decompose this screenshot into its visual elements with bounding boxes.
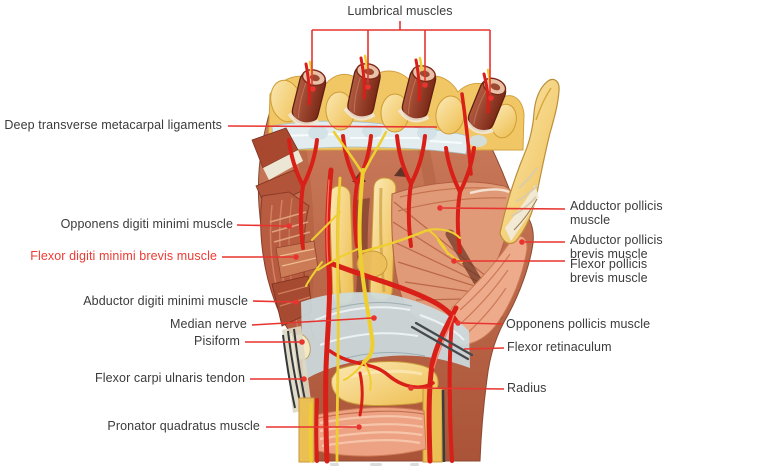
label-opponens-digiti-minimi-muscle: Opponens digiti minimi muscle (60, 217, 233, 231)
label-opponens-pollicis-muscle: Opponens pollicis muscle (506, 317, 651, 331)
probe (410, 321, 474, 361)
label-radius: Radius (507, 381, 547, 395)
nerve-network (305, 54, 492, 463)
label-abductor-digiti-minimi-muscle: Abductor digiti minimi muscle (83, 294, 248, 308)
radial-artery (426, 305, 459, 464)
digital-arteries (287, 134, 476, 254)
label-deep-transverse-metacarpal-ligaments: Deep transverse metacarpal ligaments (4, 118, 222, 132)
label-flexor-carpi-ulnaris-tendon: Flexor carpi ulnaris tendon (95, 371, 245, 385)
ulnar-nerve (335, 176, 342, 463)
label-pisiform: Pisiform (194, 334, 240, 348)
ulnar-artery (323, 167, 334, 464)
median-nerve (357, 168, 375, 364)
artery-network (287, 56, 490, 464)
label-abductor-pollicis-brevis-muscle: Abductor pollicis brevis muscle (570, 233, 663, 261)
deep-palmar-arch (327, 260, 459, 324)
label-lumbrical-muscles: Lumbrical muscles (347, 4, 453, 18)
radius-bone (331, 361, 439, 407)
leader-lines (222, 21, 566, 428)
label-pronator-quadratus-muscle: Pronator quadratus muscle (107, 419, 260, 433)
carpal-region (291, 250, 470, 407)
finger-stump (343, 63, 381, 121)
cropped-caption-remnant (330, 463, 419, 466)
leader-dots (286, 82, 525, 430)
thumb (499, 78, 560, 245)
label-flexor-digiti-minimi-brevis-muscle: Flexor digiti minimi brevis muscle (30, 249, 217, 263)
label-flexor-pollicis-brevis-muscle: Flexor pollicis brevis muscle (570, 257, 648, 285)
pronator-quadratus-muscle (315, 407, 427, 457)
label-median-nerve: Median nerve (170, 317, 247, 331)
label-flexor-retinaculum: Flexor retinaculum (507, 340, 612, 354)
label-adductor-pollicis-muscle: Adductor pollicis muscle (570, 199, 663, 227)
